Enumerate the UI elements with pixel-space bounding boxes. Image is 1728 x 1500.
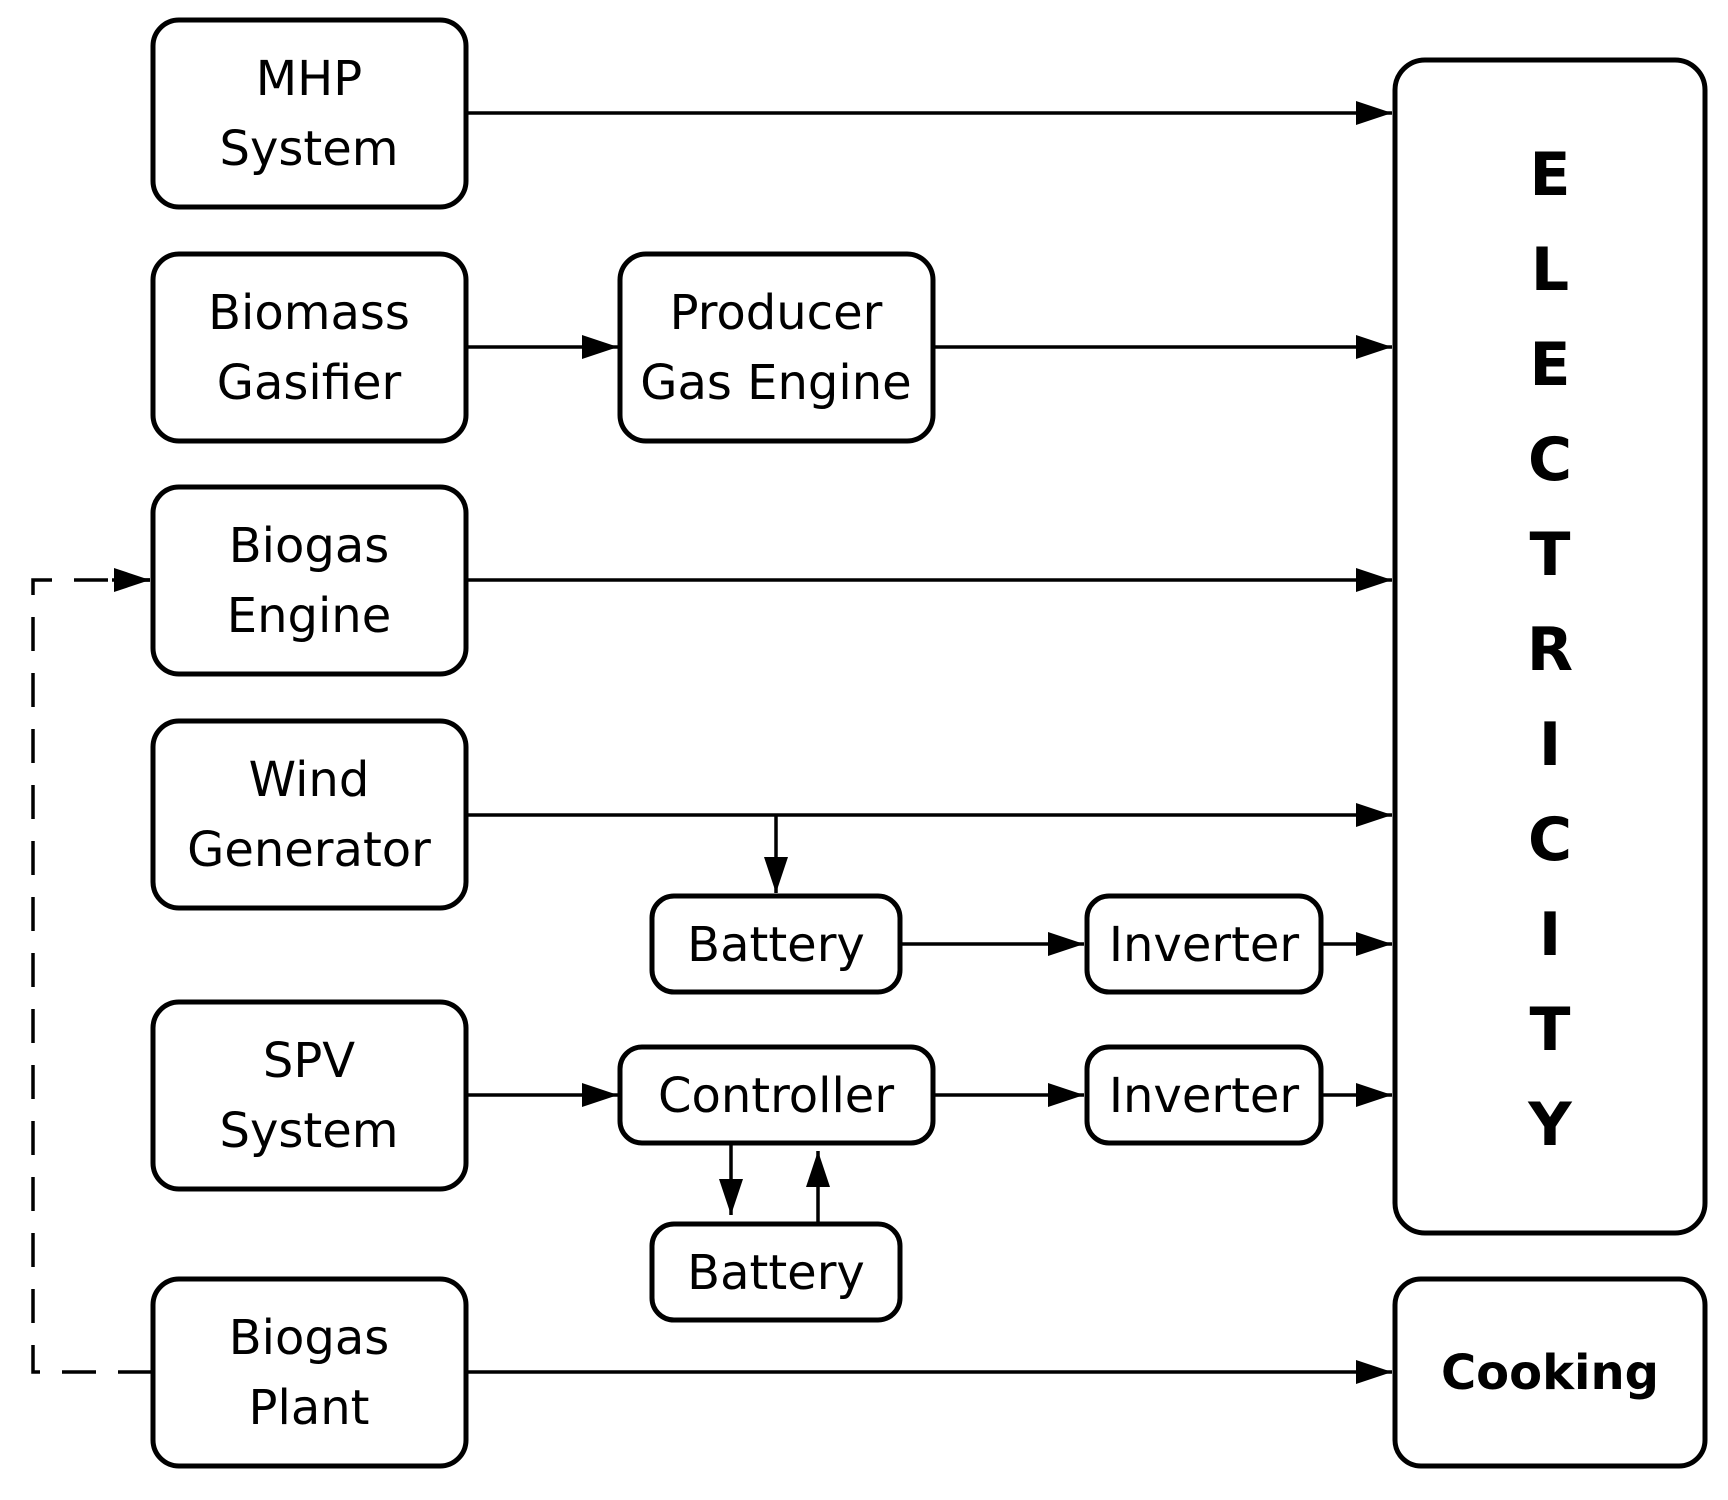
box-inverter-bottom-label: Inverter bbox=[1109, 1068, 1300, 1124]
box-biogas-engine-label-2: Engine bbox=[227, 588, 392, 644]
box-cooking: Cooking bbox=[1392, 1276, 1708, 1469]
box-biogas-plant-label: Biogas bbox=[229, 1310, 390, 1366]
box-biogas-plant-label-2: Plant bbox=[249, 1380, 370, 1436]
electricity-letter: I bbox=[1539, 710, 1561, 780]
box-battery-bottom: Battery bbox=[649, 1221, 903, 1323]
box-biogas-plant: Biogas Plant bbox=[150, 1276, 469, 1469]
box-inverter-bottom: Inverter bbox=[1084, 1044, 1324, 1146]
box-biomass-label: Biomass bbox=[208, 285, 410, 341]
dashed-arrow-biogas-plant-to-engine bbox=[31, 578, 152, 1374]
box-battery-top: Battery bbox=[649, 893, 903, 995]
box-cooking-label: Cooking bbox=[1441, 1345, 1659, 1401]
electricity-letter: Y bbox=[1527, 1090, 1573, 1160]
box-spv-label-2: System bbox=[220, 1103, 399, 1159]
box-biomass-label-2: Gasifier bbox=[217, 355, 402, 411]
electricity-letter: T bbox=[1530, 520, 1571, 590]
box-mhp-label: MHP bbox=[256, 51, 362, 107]
box-controller: Controller bbox=[617, 1044, 936, 1146]
electricity-letter: E bbox=[1530, 330, 1571, 400]
box-spv-system: SPV System bbox=[150, 999, 469, 1192]
electricity-letter: I bbox=[1539, 900, 1561, 970]
box-inverter-top-label: Inverter bbox=[1109, 917, 1300, 973]
box-inverter-top: Inverter bbox=[1084, 893, 1324, 995]
box-biogas-engine: Biogas Engine bbox=[150, 484, 469, 677]
electricity-letter: L bbox=[1531, 235, 1569, 305]
box-producer-label-2: Gas Engine bbox=[640, 355, 911, 411]
box-mhp-label-2: System bbox=[220, 121, 399, 177]
box-wind-generator: Wind Generator bbox=[150, 718, 469, 911]
box-electricity bbox=[1392, 57, 1708, 1236]
box-producer-label: Producer bbox=[670, 285, 883, 341]
box-mhp-system: MHP System bbox=[150, 17, 469, 210]
electricity-letter: C bbox=[1528, 805, 1572, 875]
box-spv-label: SPV bbox=[263, 1033, 355, 1089]
electricity-letter: E bbox=[1530, 140, 1571, 210]
box-battery-top-label: Battery bbox=[687, 917, 865, 973]
box-wind-label: Wind bbox=[249, 752, 370, 808]
electricity-letter: C bbox=[1528, 425, 1572, 495]
electricity-letter: T bbox=[1530, 995, 1571, 1065]
box-controller-label: Controller bbox=[658, 1068, 894, 1124]
box-producer-gas-engine: Producer Gas Engine bbox=[617, 251, 936, 444]
box-wind-label-2: Generator bbox=[187, 822, 431, 878]
box-biomass-gasifier: Biomass Gasifier bbox=[150, 251, 469, 444]
box-biogas-engine-label: Biogas bbox=[229, 518, 390, 574]
electricity-letter: R bbox=[1527, 615, 1573, 685]
box-battery-bottom-label: Battery bbox=[687, 1245, 865, 1301]
